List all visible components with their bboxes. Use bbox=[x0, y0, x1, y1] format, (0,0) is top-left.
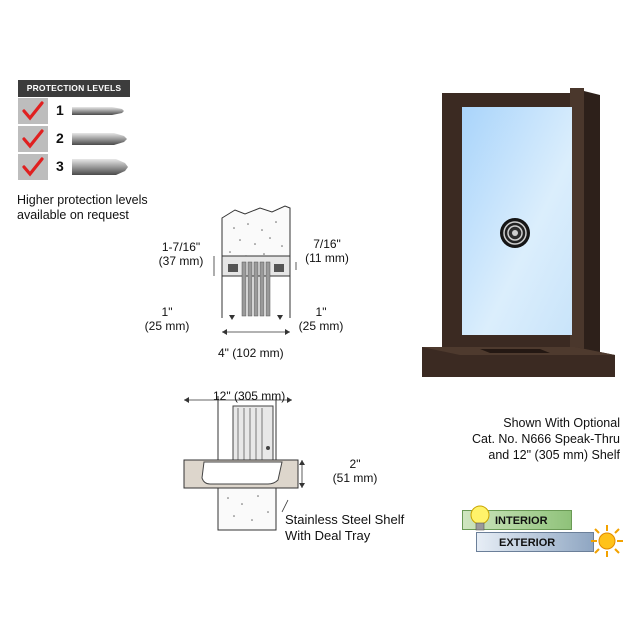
window-product-image bbox=[422, 88, 615, 377]
bullet-icon bbox=[72, 159, 128, 175]
product-caption-line: Shown With Optional bbox=[503, 416, 620, 430]
checkmark-icon bbox=[18, 98, 48, 124]
checkmark-icon bbox=[18, 126, 48, 152]
dim-top-left: 1-7/16" (37 mm) bbox=[150, 240, 212, 268]
protection-level-row-1: 1 bbox=[18, 98, 130, 124]
checkmark-icon bbox=[18, 154, 48, 180]
dim-value: 7/16" bbox=[313, 237, 341, 251]
protection-levels-header: PROTECTION LEVELS bbox=[18, 80, 130, 97]
dim-top-right: 7/16" (11 mm) bbox=[298, 237, 356, 265]
interior-exterior-legend: INTERIOR EXTERIOR bbox=[462, 505, 623, 557]
dim-mid-right: 1" (25 mm) bbox=[294, 305, 348, 333]
product-caption-line: and 12" (305 mm) Shelf bbox=[488, 448, 620, 462]
protection-level-number: 3 bbox=[56, 158, 64, 174]
dim-value: (51 mm) bbox=[332, 471, 378, 485]
dim-mid-left: 1" (25 mm) bbox=[140, 305, 194, 333]
dim-value: (37 mm) bbox=[158, 254, 204, 268]
dim-bottom: 4" (102 mm) bbox=[218, 346, 284, 360]
shelf-caption: Stainless Steel Shelf With Deal Tray bbox=[285, 512, 404, 544]
shelf-section-drawing bbox=[183, 396, 305, 531]
shelf-caption-line: With Deal Tray bbox=[285, 528, 371, 543]
dim-value: 1" bbox=[161, 305, 173, 319]
dim-value: 1-7/16" bbox=[161, 240, 201, 254]
shelf-width-dim: 12" (305 mm) bbox=[213, 389, 286, 403]
shelf-height-dim: 2" (51 mm) bbox=[328, 457, 382, 485]
frame-section-drawing bbox=[213, 205, 297, 335]
product-caption: Shown With Optional Cat. No. N666 Speak-… bbox=[470, 415, 620, 463]
lightbulb-icon bbox=[470, 505, 490, 531]
interior-label: INTERIOR bbox=[495, 515, 548, 527]
exterior-label: EXTERIOR bbox=[499, 537, 556, 549]
protection-level-number: 2 bbox=[56, 130, 64, 146]
dim-value: 2" bbox=[349, 457, 361, 471]
shelf-caption-line: Stainless Steel Shelf bbox=[285, 512, 405, 527]
exterior-label-box: EXTERIOR bbox=[476, 532, 594, 552]
bullet-icon bbox=[72, 133, 127, 145]
protection-note-line: Higher protection levels bbox=[17, 193, 148, 207]
protection-level-row-3: 3 bbox=[18, 154, 130, 180]
sun-icon bbox=[591, 525, 623, 557]
product-caption-line: Cat. No. N666 Speak-Thru bbox=[472, 432, 620, 446]
protection-levels-panel: PROTECTION LEVELS 1 2 3 bbox=[18, 80, 130, 180]
protection-level-number: 1 bbox=[56, 102, 64, 118]
dim-value: 1" bbox=[315, 305, 327, 319]
dim-value: (11 mm) bbox=[305, 251, 349, 265]
dim-value: (25 mm) bbox=[144, 319, 190, 333]
protection-level-row-2: 2 bbox=[18, 126, 130, 152]
protection-note: Higher protection levels available on re… bbox=[17, 193, 148, 223]
dim-value: (25 mm) bbox=[298, 319, 344, 333]
protection-note-line: available on request bbox=[17, 208, 129, 222]
bullet-icon bbox=[72, 107, 124, 115]
